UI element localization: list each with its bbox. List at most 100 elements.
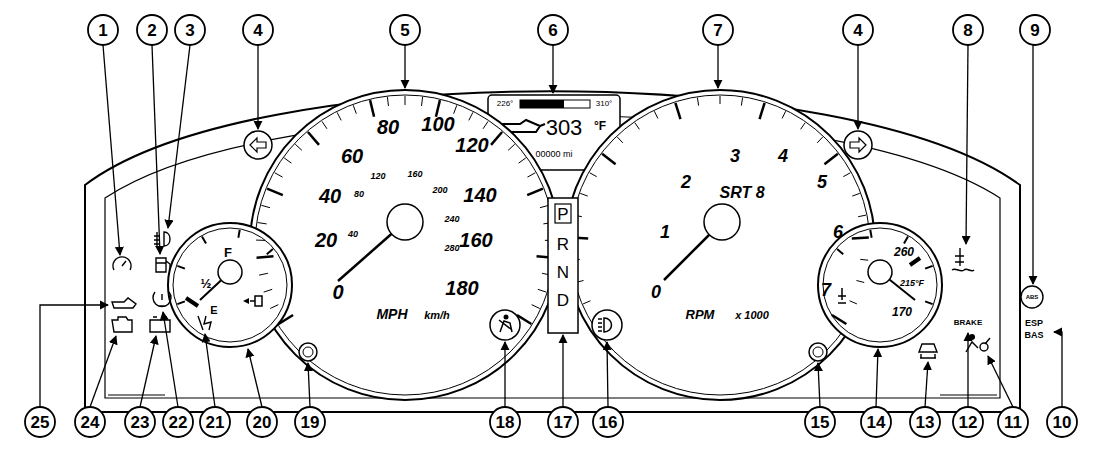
gauge-label: 280 bbox=[444, 244, 459, 253]
callout-circle bbox=[25, 407, 55, 437]
gauge-label: 3 bbox=[730, 147, 740, 165]
gauge-label: ESP bbox=[1025, 319, 1043, 328]
gauge-label: 0 bbox=[332, 282, 343, 302]
gauge-label: 40 bbox=[319, 186, 341, 206]
gauge-label: BRAKE bbox=[954, 319, 982, 327]
callout-circle bbox=[538, 15, 568, 45]
gauge-label: P bbox=[557, 206, 568, 223]
gauge-label: 40 bbox=[348, 230, 358, 239]
gauge-label: km/h bbox=[424, 310, 450, 321]
callout-number: 12 bbox=[959, 414, 978, 431]
gauge-label: x 1000 bbox=[735, 310, 769, 321]
gauge-label: °F bbox=[594, 120, 606, 132]
callout-circle bbox=[843, 15, 873, 45]
callout-number: 24 bbox=[81, 414, 100, 431]
gauge-label: 260 bbox=[894, 246, 914, 258]
callout-circle bbox=[953, 407, 983, 437]
gauge-label: MPH bbox=[376, 307, 407, 321]
callout-circle bbox=[200, 407, 230, 437]
gauge-label: 140 bbox=[463, 185, 496, 205]
callout-number: 16 bbox=[599, 414, 618, 431]
callout-circle bbox=[998, 407, 1028, 437]
gauge-label: E bbox=[210, 305, 217, 316]
gauge-label: 160 bbox=[407, 170, 422, 179]
callout-number: 19 bbox=[301, 414, 320, 431]
gauge-label: 80 bbox=[354, 190, 364, 199]
callout-number: 10 bbox=[1053, 414, 1072, 431]
gauge-label: 170 bbox=[892, 306, 912, 318]
callout-circle bbox=[175, 15, 205, 45]
callout-circle bbox=[390, 15, 420, 45]
callout-number: 23 bbox=[131, 414, 150, 431]
callout-number: 25 bbox=[31, 414, 50, 431]
gauge-label: 120 bbox=[455, 135, 488, 155]
callout-number: 8 bbox=[963, 22, 972, 39]
gauge-label: RPM bbox=[686, 308, 715, 321]
callout-number: 21 bbox=[206, 414, 225, 431]
gauge-label: 20 bbox=[315, 230, 337, 250]
gauge-label: ABS bbox=[1026, 294, 1039, 300]
gauge-label: ½ bbox=[201, 277, 212, 290]
callout-number: 14 bbox=[867, 414, 886, 431]
gauge-label: 0 bbox=[651, 283, 661, 301]
callout-circle bbox=[125, 407, 155, 437]
callout-circle bbox=[1020, 15, 1050, 45]
gauge-label: 240 bbox=[444, 215, 459, 224]
gauge-label: R bbox=[557, 236, 569, 253]
callout-number: 13 bbox=[916, 414, 935, 431]
callout-number: 15 bbox=[811, 414, 830, 431]
callout-circle bbox=[163, 407, 193, 437]
callout-number: 5 bbox=[400, 22, 409, 39]
gauge-label: 00000 mi bbox=[535, 150, 572, 159]
callout-number: 2 bbox=[147, 22, 156, 39]
callout-number: 3 bbox=[185, 22, 194, 39]
callout-number: 17 bbox=[554, 414, 573, 431]
gauge-label: 4 bbox=[778, 147, 788, 165]
gauge-label: F bbox=[224, 246, 232, 259]
callout-circle bbox=[137, 15, 167, 45]
gauge-label: 1 bbox=[660, 223, 670, 241]
callout-number: 7 bbox=[713, 22, 722, 39]
gauge-label: 100 bbox=[421, 114, 454, 134]
callout-number: 1 bbox=[98, 22, 107, 39]
gauge-label: 160 bbox=[459, 230, 492, 250]
callout-circle bbox=[1047, 407, 1077, 437]
callout-number: 18 bbox=[496, 414, 515, 431]
callout-circle bbox=[861, 407, 891, 437]
gauge-label: 200 bbox=[432, 186, 447, 195]
gauge-label: N bbox=[557, 264, 569, 281]
gauge-label: 226° bbox=[497, 100, 514, 108]
callout-number: 9 bbox=[1030, 22, 1039, 39]
callout-circle bbox=[548, 407, 578, 437]
callout-circle bbox=[247, 407, 277, 437]
callout-number: 6 bbox=[548, 22, 557, 39]
callout-number: 4 bbox=[853, 22, 862, 39]
gauge-label: 215°F bbox=[900, 279, 924, 288]
callout-number: 20 bbox=[253, 414, 272, 431]
callout-circle bbox=[75, 407, 105, 437]
callout-circle bbox=[295, 407, 325, 437]
callout-circle bbox=[243, 15, 273, 45]
callout-number: 4 bbox=[253, 22, 262, 39]
gauge-label: 5 bbox=[817, 173, 827, 191]
gauge-label: BAS bbox=[1024, 331, 1043, 340]
callout-circle bbox=[593, 407, 623, 437]
callout-number: 22 bbox=[169, 414, 188, 431]
gauge-label: 180 bbox=[445, 278, 478, 298]
gauge-label: SRT 8 bbox=[719, 185, 764, 201]
callout-circle bbox=[88, 15, 118, 45]
gauge-label: 6 bbox=[833, 223, 843, 241]
gauge-label: 303 bbox=[546, 117, 583, 139]
gauge-label: D bbox=[557, 292, 569, 309]
callout-circle bbox=[703, 15, 733, 45]
callout-circle bbox=[805, 407, 835, 437]
gauge-label: 60 bbox=[341, 146, 363, 166]
gauge-label: 80 bbox=[377, 117, 399, 137]
callout-circle bbox=[953, 15, 983, 45]
callout-number: 11 bbox=[1004, 414, 1022, 431]
callout-circle bbox=[490, 407, 520, 437]
gauge-label: 310° bbox=[596, 100, 613, 108]
callout-circle bbox=[910, 407, 940, 437]
